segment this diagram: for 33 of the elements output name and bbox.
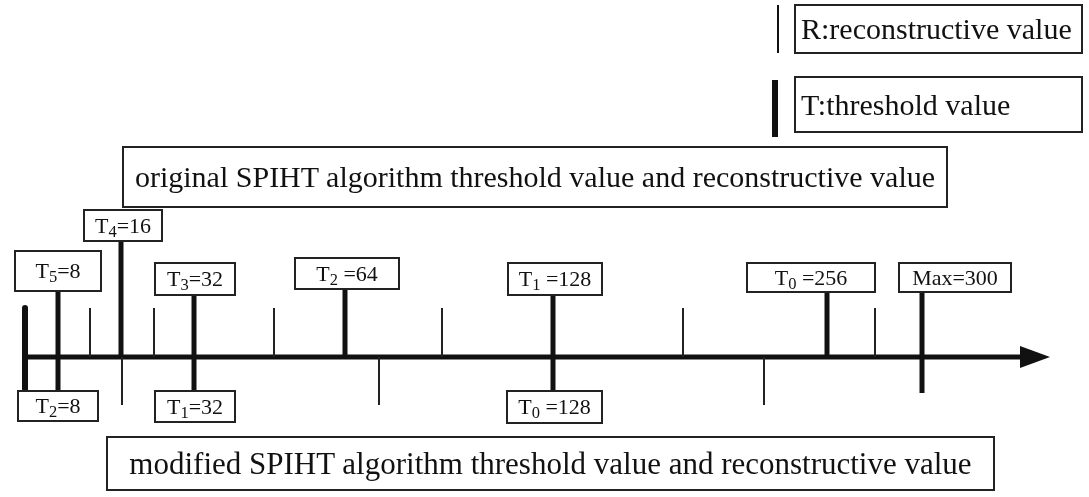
value-label-box	[17, 390, 99, 422]
threshold-line	[919, 293, 925, 393]
threshold-line	[191, 296, 197, 390]
legend-text: T:threshold value	[801, 89, 1011, 120]
threshold-line	[55, 292, 61, 390]
value-label: T$_{1}$=32	[166, 395, 224, 418]
value-label-box	[83, 209, 163, 242]
caption-text: modified SPIHT algorithm threshold value and reconstructive value	[129, 448, 972, 479]
value-label-box	[898, 262, 1012, 293]
value-label: Max=300	[912, 266, 998, 289]
value-label: T$_{3}$=32	[166, 268, 224, 290]
caption-box	[122, 146, 948, 208]
threshold-line	[824, 293, 830, 357]
value-label-box	[154, 262, 236, 296]
value-label: T$_{4}$=16	[94, 214, 152, 237]
value-label-box	[746, 262, 876, 293]
caption-box	[106, 436, 995, 491]
threshold-line	[118, 242, 124, 357]
value-label-box	[154, 390, 236, 423]
value-label-box	[294, 257, 400, 290]
threshold-line	[550, 296, 556, 390]
value-label: T$_{0}$ =256	[774, 266, 848, 289]
value-label: T$_{2}$=8	[35, 395, 81, 417]
value-label: T$_{1}$ =128	[518, 268, 592, 290]
value-label: T$_{0}$ =128	[518, 396, 591, 418]
value-label-box	[506, 390, 603, 424]
value-label: T$_{2}$ =64	[316, 262, 378, 285]
legend-text: R:reconstructive value	[801, 14, 1072, 44]
value-label-box	[14, 250, 102, 292]
value-label: T$_{5}$=8	[35, 260, 81, 282]
threshold-line	[342, 290, 348, 357]
value-label-box	[507, 262, 603, 296]
caption-text: original SPIHT algorithm threshold value and reconstructive value	[134, 162, 936, 192]
